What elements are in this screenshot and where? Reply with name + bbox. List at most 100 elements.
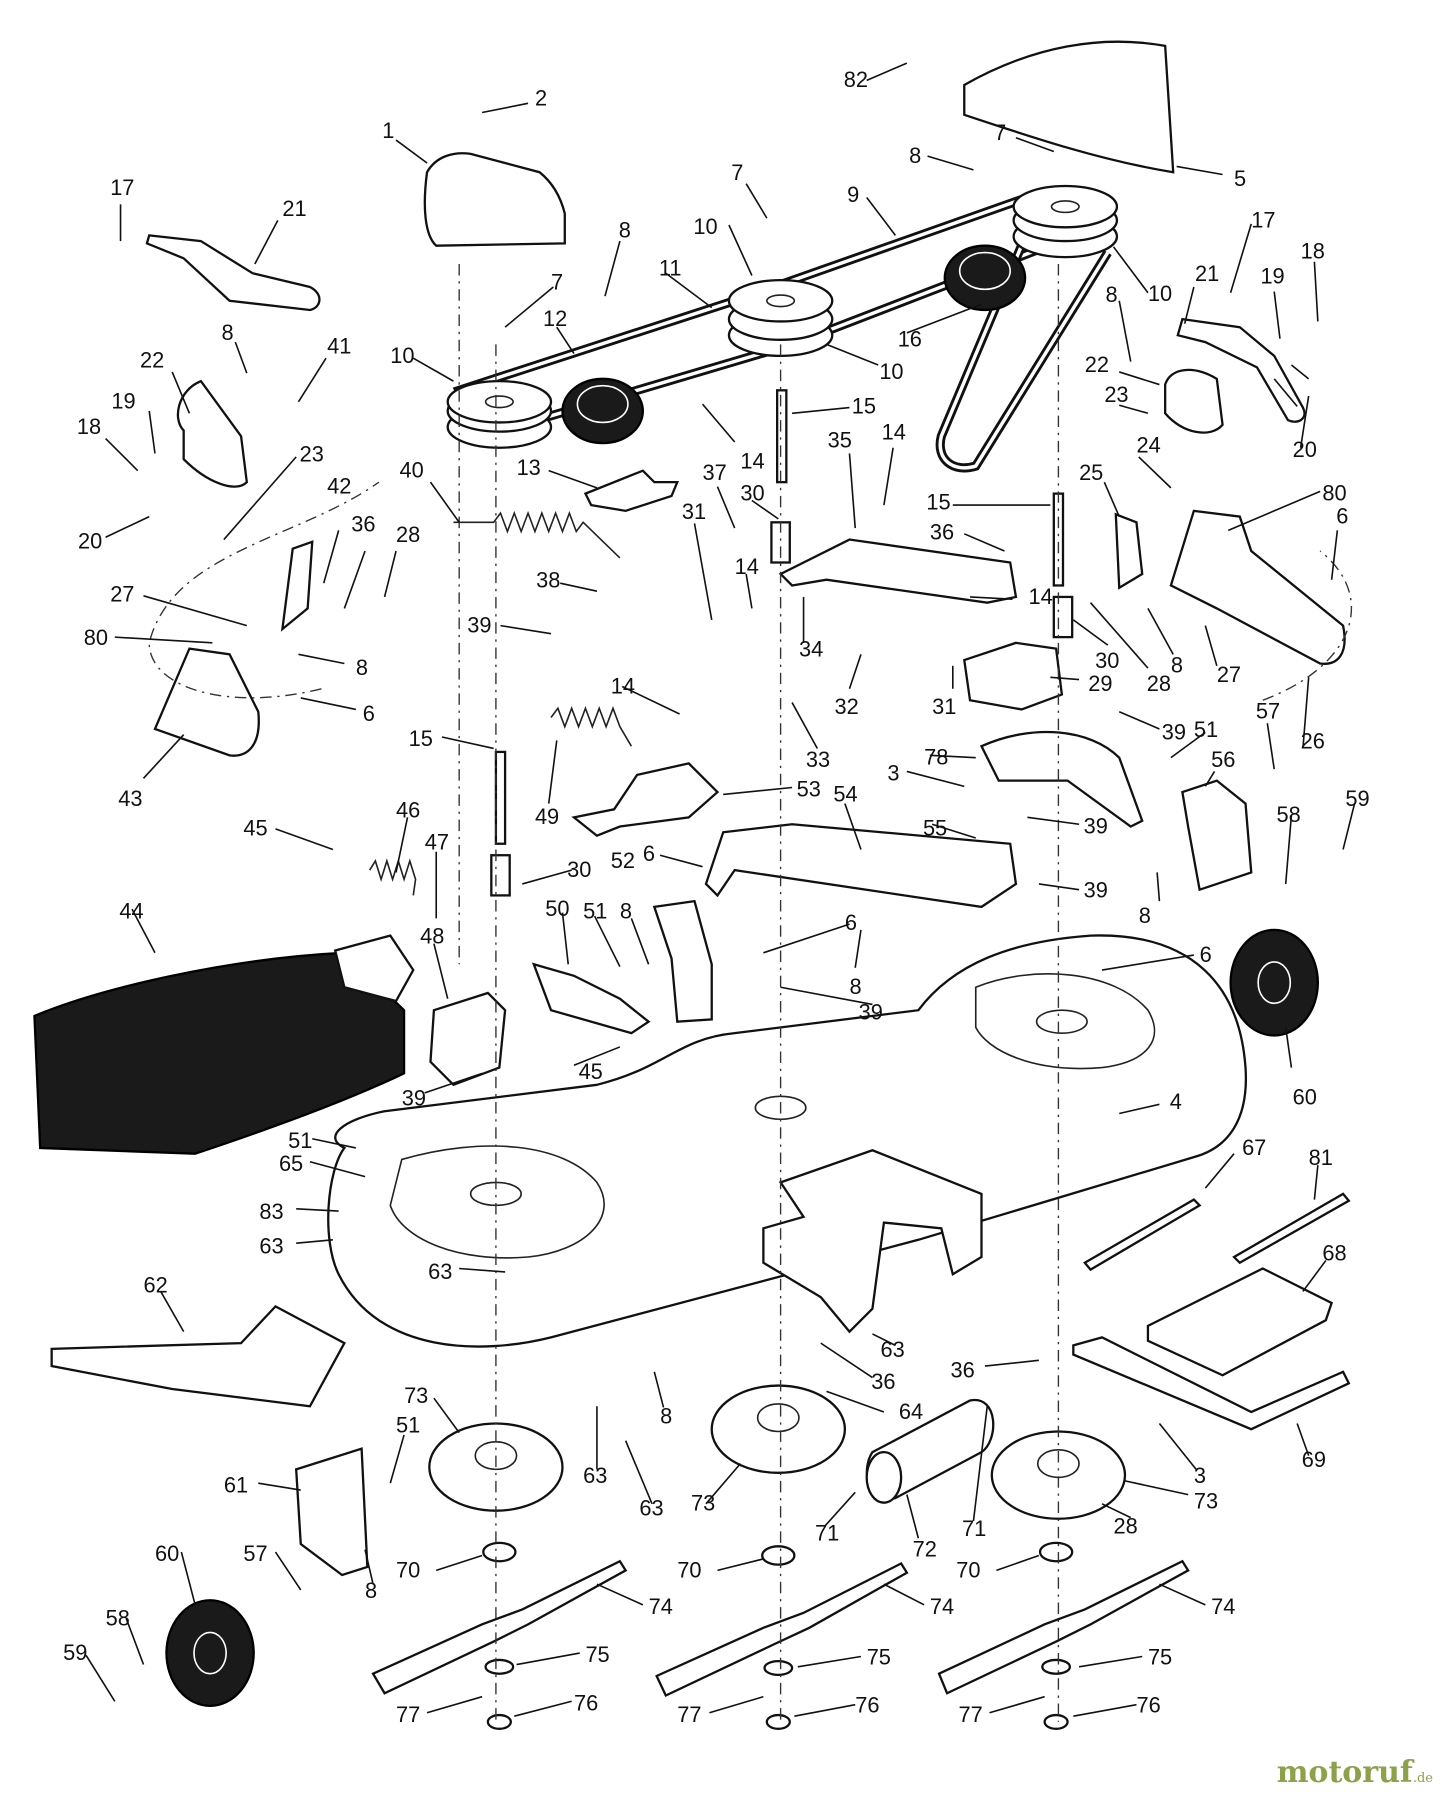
hanger-plate-right-part <box>1164 368 1224 434</box>
callout-6: 6 <box>1200 942 1212 967</box>
callout-16: 16 <box>898 327 922 352</box>
callout-18: 18 <box>77 414 101 439</box>
callout-77: 77 <box>396 1702 420 1727</box>
deck-roller-end <box>865 1451 903 1504</box>
callout-73: 73 <box>1194 1488 1218 1513</box>
callout-30: 30 <box>1095 648 1119 673</box>
callout-55: 55 <box>923 816 947 841</box>
callout-51: 51 <box>1194 717 1218 742</box>
callout-10: 10 <box>1148 281 1172 306</box>
callout-15: 15 <box>926 490 950 515</box>
callout-31: 31 <box>682 499 706 524</box>
callout-28: 28 <box>396 522 420 547</box>
callout-8: 8 <box>660 1403 672 1428</box>
callout-36: 36 <box>351 512 375 537</box>
callout-75: 75 <box>1148 1645 1172 1670</box>
centerline-left <box>458 264 497 1722</box>
callout-8: 8 <box>1139 903 1151 928</box>
callout-34: 34 <box>799 637 823 662</box>
blade-left-part <box>371 1559 628 1695</box>
callout-14: 14 <box>1029 584 1053 609</box>
callout-30: 30 <box>740 481 764 506</box>
callout-11: 11 <box>659 256 682 281</box>
deflector-rod-81-part <box>1232 1192 1351 1265</box>
extension-spring-40 <box>453 510 621 559</box>
deck-inner-contour-right <box>974 973 1156 1070</box>
torsion-spring-46 <box>368 858 417 896</box>
callout-8: 8 <box>1105 282 1117 307</box>
callout-26: 26 <box>1301 728 1325 753</box>
callout-60: 60 <box>1293 1084 1317 1109</box>
callout-74: 74 <box>1211 1594 1235 1619</box>
bracket-53-part <box>571 762 720 838</box>
callout-23: 23 <box>1104 382 1128 407</box>
callout-39: 39 <box>1084 813 1108 838</box>
callout-42: 42 <box>327 474 351 499</box>
callout-31: 31 <box>932 694 956 719</box>
callout-14: 14 <box>611 673 635 698</box>
callout-63: 63 <box>639 1495 663 1520</box>
callout-17: 17 <box>1251 207 1275 232</box>
callout-24: 24 <box>1136 432 1160 457</box>
deck-hanger-right-part <box>1176 317 1306 423</box>
callout-8: 8 <box>849 974 861 999</box>
spacer-30b <box>1052 595 1074 639</box>
callout-63: 63 <box>428 1259 452 1284</box>
callout-60: 60 <box>155 1541 179 1566</box>
callout-59: 59 <box>63 1640 87 1665</box>
callout-80: 80 <box>84 625 108 650</box>
callout-7: 7 <box>551 269 563 294</box>
bracket-50-part <box>531 962 651 1035</box>
callout-68: 68 <box>1322 1240 1346 1265</box>
callout-21: 21 <box>1195 261 1219 286</box>
gauge-wheel-right <box>1229 928 1319 1037</box>
callout-23: 23 <box>300 441 324 466</box>
callout-74: 74 <box>649 1594 673 1619</box>
callout-71: 71 <box>815 1521 839 1546</box>
callout-74: 74 <box>930 1594 954 1619</box>
callout-38: 38 <box>536 568 560 593</box>
discharge-chute-hinge <box>333 934 415 1003</box>
callout-14: 14 <box>735 554 759 579</box>
phantom-belt-path <box>148 481 1353 701</box>
callout-75: 75 <box>585 1642 609 1667</box>
callout-39: 39 <box>1162 719 1186 744</box>
callout-64: 64 <box>899 1399 923 1424</box>
callout-80: 80 <box>1322 481 1346 506</box>
callout-20: 20 <box>1293 437 1317 462</box>
callout-1: 1 <box>382 118 394 143</box>
callout-8: 8 <box>1171 653 1183 678</box>
callout-32: 32 <box>835 694 859 719</box>
wheel-bracket-right-part <box>1181 779 1253 892</box>
shaft-15-left <box>494 750 507 845</box>
callout-30: 30 <box>567 857 591 882</box>
callout-36: 36 <box>950 1358 974 1383</box>
callout-15: 15 <box>852 393 876 418</box>
bearing-70-left <box>482 1541 517 1563</box>
callout-6: 6 <box>643 841 655 866</box>
callout-72: 72 <box>913 1537 937 1562</box>
callout-48: 48 <box>420 924 444 949</box>
callout-33: 33 <box>806 747 830 772</box>
deflector-62-part <box>50 1304 346 1408</box>
callout-35: 35 <box>828 428 852 453</box>
front-bracket-left-part <box>153 647 260 757</box>
front-bar-69-part <box>1072 1336 1351 1431</box>
callout-20: 20 <box>78 529 102 554</box>
leader-lines <box>85 62 1356 1717</box>
deflector-rod-67-part <box>1083 1198 1202 1272</box>
lift-link-right-part <box>1114 512 1144 590</box>
callout-52: 52 <box>611 848 635 873</box>
front-bracket-right-part <box>1169 509 1346 665</box>
callout-76: 76 <box>1136 1693 1160 1718</box>
callout-8: 8 <box>909 143 921 168</box>
callout-29: 29 <box>1088 671 1112 696</box>
callout-58: 58 <box>106 1606 130 1631</box>
callout-67: 67 <box>1242 1135 1266 1160</box>
bracket-61-part <box>294 1447 369 1577</box>
callout-70: 70 <box>677 1557 701 1582</box>
lift-link-left-part <box>280 540 314 632</box>
spindle-center <box>710 1384 847 1474</box>
callout-70: 70 <box>396 1557 420 1582</box>
